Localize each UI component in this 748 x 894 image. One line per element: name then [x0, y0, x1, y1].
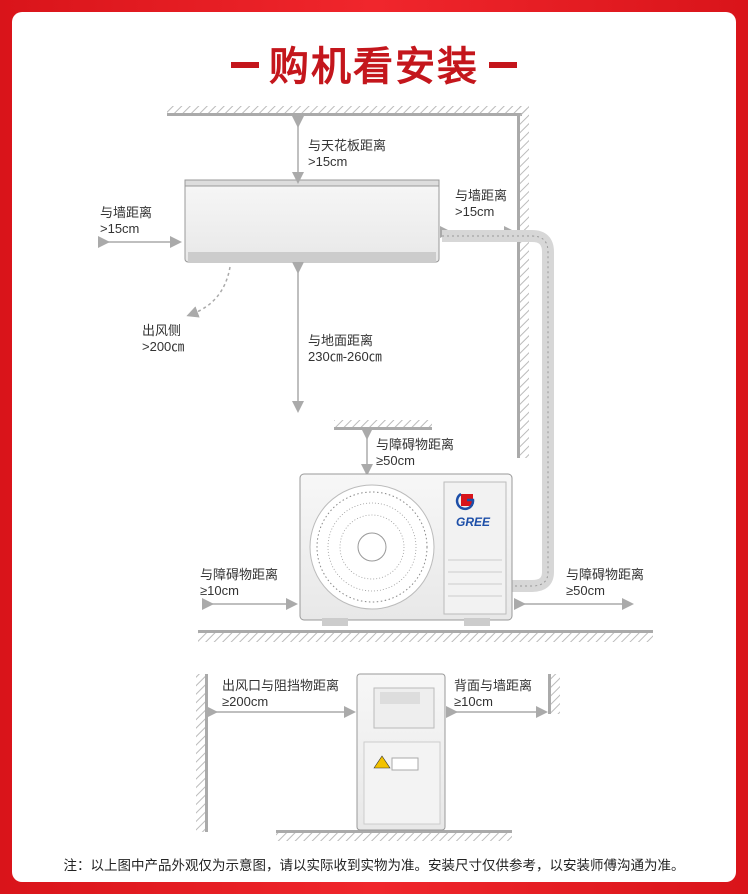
outdoor-left-distance-label: 与障碍物距离≥10cm: [200, 567, 279, 598]
back-wall-distance-label: 背面与墙距离≥10cm: [454, 678, 533, 709]
page-title: 购机看安装: [12, 34, 736, 92]
outdoor-right-distance-label: 与障碍物距离≥50cm: [566, 567, 645, 598]
wall-left-distance-label: 与墙距离>15cm: [100, 205, 153, 236]
gree-logo-icon: [455, 492, 475, 511]
wall-right-distance-label: 与墙距离>15cm: [455, 188, 508, 219]
ceiling-distance-label: 与天花板距离>15cm: [308, 138, 387, 169]
outdoor-unit-side: [356, 673, 446, 831]
side-view-walls: [196, 674, 560, 841]
obstacle-top: [334, 420, 432, 430]
title-dash-right: [489, 62, 517, 68]
airflow-distance-label: 出风侧>200㎝: [142, 323, 185, 354]
refrigerant-pipe: [442, 230, 554, 592]
outdoor-unit-front: [299, 473, 513, 626]
outdoor-top-distance-label: 与障碍物距离≥50cm: [376, 437, 455, 468]
gree-brand-text: GREE: [456, 515, 491, 529]
content-card: 购机看安装: [12, 12, 736, 882]
ground-main: [198, 630, 653, 642]
indoor-unit: [184, 179, 440, 263]
indoor-dimension-arrows: [98, 116, 516, 413]
outlet-distance-label: 出风口与阻挡物距离≥200cm: [222, 678, 340, 709]
installation-diagram: GREE: [98, 106, 653, 841]
disclaimer-note: 注：以上图中产品外观仅为示意图，请以实际收到实物为准。安装尺寸仅供参考，以安装师…: [63, 858, 685, 874]
ceiling-wall: [167, 106, 529, 458]
title-dash-left: [231, 62, 259, 68]
